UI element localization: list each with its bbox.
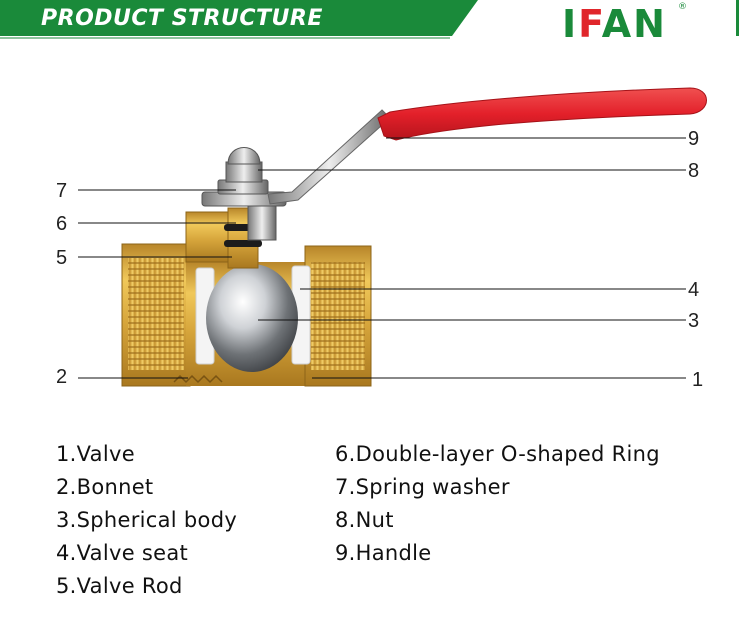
handle (201, 87, 707, 241)
callout-4: 4 (688, 279, 700, 301)
page-title: PRODUCT STRUCTURE (41, 6, 323, 31)
callout-3: 3 (688, 310, 700, 332)
legend-item-8: 8.Nut (335, 508, 394, 532)
legend-item-2: 2.Bonnet (56, 475, 154, 499)
o-ring-lower (224, 240, 262, 247)
callout-7: 7 (56, 180, 68, 202)
nut (225, 147, 263, 183)
spherical-body (206, 264, 298, 372)
legend-item-3: 3.Spherical body (56, 508, 238, 532)
registered-mark: ® (678, 2, 687, 12)
legend-item-6: 6.Double-layer O-shaped Ring (335, 442, 660, 466)
callout-5: 5 (56, 247, 68, 269)
callout-6: 6 (56, 213, 68, 235)
callout-9: 9 (688, 128, 700, 150)
legend-item-9: 9.Handle (335, 541, 432, 565)
brand-logo: IFAN (562, 2, 667, 46)
callout-1: 1 (692, 369, 704, 391)
legend-item-7: 7.Spring washer (335, 475, 510, 499)
legend-item-1: 1.Valve (56, 442, 135, 466)
callout-2: 2 (56, 366, 68, 388)
callout-8: 8 (688, 160, 700, 182)
legend-item-4: 4.Valve seat (56, 541, 189, 565)
header-banner (0, 0, 739, 39)
legend-item-5: 5.Valve Rod (56, 574, 183, 598)
leader-lines (78, 137, 686, 379)
